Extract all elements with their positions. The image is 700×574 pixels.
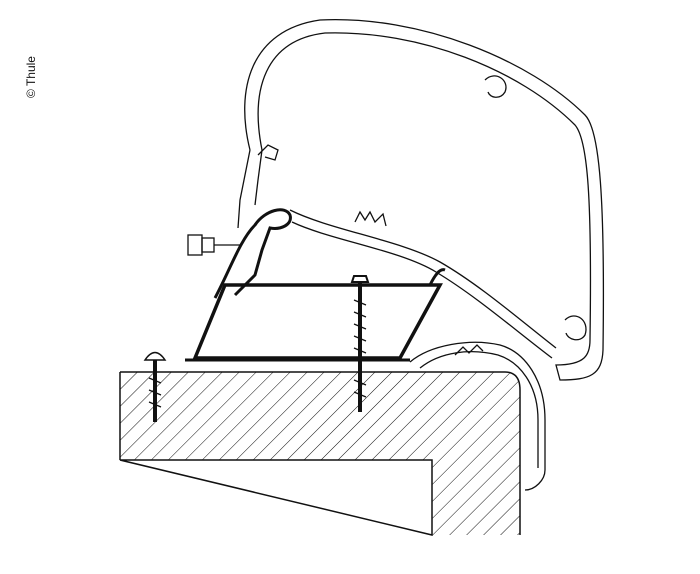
bolt [187, 234, 240, 256]
corner-trim [409, 341, 546, 491]
screw-center [350, 275, 370, 412]
screw-left [143, 351, 167, 422]
copyright-credit: © Thule [24, 56, 38, 98]
awning-cassette [237, 18, 605, 381]
roof-wall-section [119, 371, 521, 536]
adapter-bracket [185, 208, 446, 362]
